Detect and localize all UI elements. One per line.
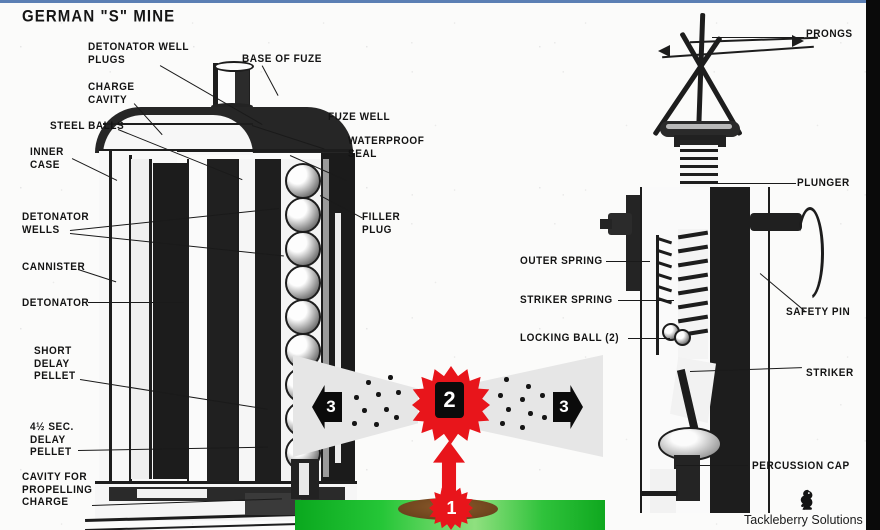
callout-label-striker-spring: STRIKER SPRING xyxy=(520,294,613,307)
fragment-dot xyxy=(498,393,503,398)
fragment-dot xyxy=(504,377,509,382)
fragment-dot xyxy=(520,425,525,430)
step-1-label: 1 xyxy=(446,497,457,518)
leader-outer-spring xyxy=(606,261,650,263)
fragment-dot xyxy=(362,408,367,413)
leader-striker-spring xyxy=(618,300,674,302)
detonation-sequence-overlay: 3 3 2 1 xyxy=(0,3,866,530)
squirrel-icon xyxy=(800,489,813,510)
callout-label-locking-ball: LOCKING BALL (2) xyxy=(520,332,620,345)
callout-label-striker: STRIKER xyxy=(806,367,854,380)
callout-label-steel-balls: STEEL BALLS xyxy=(50,120,125,133)
step-3-label-left: 3 xyxy=(326,397,336,416)
callout-label-fuze-well: FUZE WELL xyxy=(328,111,391,124)
right-edge-band xyxy=(866,0,880,530)
fragment-dot xyxy=(354,395,359,400)
leader-percussion-cap xyxy=(676,465,748,467)
fragment-dot xyxy=(374,422,379,427)
fragment-dot xyxy=(352,421,357,426)
fragment-dot xyxy=(528,411,533,416)
fragment-dot xyxy=(542,415,547,420)
fragmentation-cone-left xyxy=(293,355,418,457)
callout-label-cannister: CANNISTER xyxy=(22,261,86,274)
callout-label-short-delay-pellet: SHORT DELAY PELLET xyxy=(34,345,76,383)
callout-label-outer-spring: OUTER SPRING xyxy=(520,255,603,268)
fragment-dot xyxy=(376,392,381,397)
callout-label-percussion-cap: PERCUSSION CAP xyxy=(752,460,850,473)
top-accent-rule xyxy=(0,0,880,3)
callout-label-prongs: PRONGS xyxy=(806,28,853,41)
fragment-dot xyxy=(388,375,393,380)
fragment-dot xyxy=(366,380,371,385)
callout-label-detonator-wells: DETONATOR WELLS xyxy=(22,211,90,236)
leader-prongs xyxy=(712,37,804,39)
fragment-dot xyxy=(526,384,531,389)
callout-label-filler-plug: FILLER PLUG xyxy=(362,211,401,236)
fuze-cutaway-drawing xyxy=(600,12,850,517)
callout-label-plunger: PLUNGER xyxy=(797,177,850,190)
step-3-label-right: 3 xyxy=(559,397,569,416)
callout-label-inner-case: INNER CASE xyxy=(30,146,64,171)
fragment-dot xyxy=(506,407,511,412)
callout-label-detonator-well-plugs: DETONATOR WELL PLUGS xyxy=(88,41,190,66)
step-2-label: 2 xyxy=(443,387,456,412)
launch-arrow-icon xyxy=(433,441,465,495)
step-1-starburst xyxy=(429,486,473,530)
leader-detonator xyxy=(88,302,184,304)
fragment-dot xyxy=(396,390,401,395)
leader-locking-ball xyxy=(628,338,670,340)
callout-label-delay-pellet-4half: 4½ SEC. DELAY PELLET xyxy=(30,421,74,459)
callout-label-base-of-fuze: BASE OF FUZE xyxy=(242,53,322,66)
page-title: GERMAN "S" MINE xyxy=(22,7,176,27)
leader-plunger xyxy=(716,183,796,185)
fragment-dot xyxy=(384,407,389,412)
fragment-dot xyxy=(394,415,399,420)
callout-label-cavity-propelling: CAVITY FOR PROPELLING CHARGE xyxy=(22,471,93,509)
fragment-dot xyxy=(540,393,545,398)
callout-label-detonator: DETONATOR xyxy=(22,297,90,310)
callout-label-waterproof-seal: WATERPROOF SEAL xyxy=(348,135,425,160)
step-1-badge: 1 xyxy=(440,495,463,520)
fragment-dot xyxy=(520,397,525,402)
callout-label-charge-cavity: CHARGE CAVITY xyxy=(88,81,135,106)
callout-label-safety-pin: SAFETY PIN xyxy=(786,306,851,319)
brand-text: Tackleberry Solutions xyxy=(744,513,863,527)
step-2-badge: 2 xyxy=(435,382,464,418)
fragment-dot xyxy=(500,421,505,426)
scanned-illustration: DETONATOR WELL PLUGS BASE OF FUZE CHARGE C… xyxy=(0,3,866,530)
